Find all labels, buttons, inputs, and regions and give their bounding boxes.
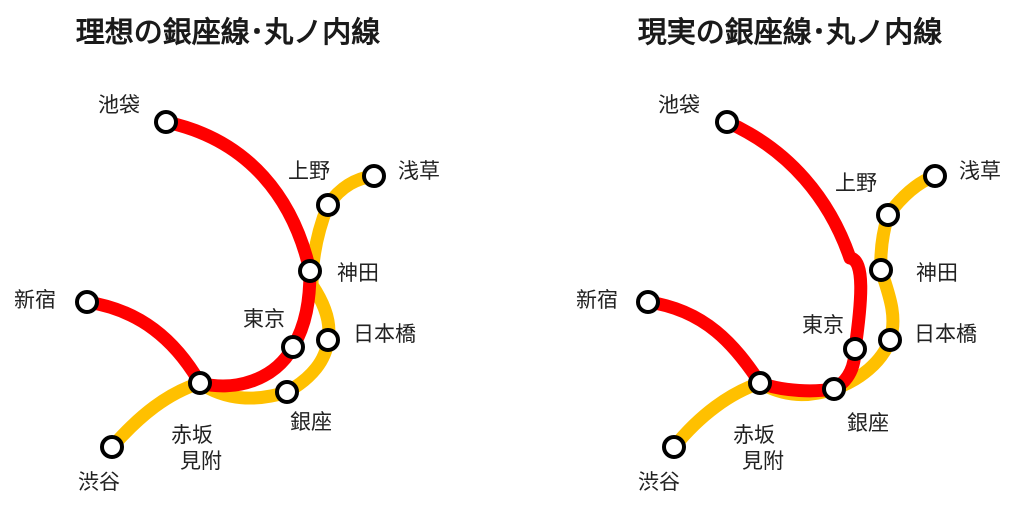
ideal-label-mitsuke: 見附	[180, 449, 222, 473]
ideal-label-ginza: 銀座	[290, 410, 332, 434]
real-label-ikebukuro: 池袋	[658, 93, 700, 117]
real-station-ginza	[822, 377, 846, 401]
real-station-shinjuku	[636, 290, 660, 314]
real-label-shibuya: 渋谷	[638, 470, 680, 494]
real-station-ueno	[876, 203, 900, 227]
real-label-akasaka: 赤坂	[733, 423, 775, 447]
real-label-ginza: 銀座	[847, 411, 889, 435]
real-title: 現実の銀座線･丸ノ内線	[638, 15, 943, 49]
ideal-station-shinjuku	[75, 290, 99, 314]
ideal-label-tokyo: 東京	[243, 307, 285, 331]
ideal-title: 理想の銀座線･丸ノ内線	[76, 15, 381, 49]
ideal-label-kanda: 神田	[337, 261, 379, 285]
ideal-label-shinjuku: 新宿	[14, 288, 56, 312]
real-label-shinjuku: 新宿	[576, 288, 618, 312]
ideal-station-shibuya	[100, 435, 124, 459]
real-label-mitsuke: 見附	[742, 449, 784, 473]
ideal-label-asakusa: 浅草	[398, 159, 440, 183]
ideal-station-tokyo	[281, 335, 305, 359]
ideal-label-ikebukuro: 池袋	[98, 93, 140, 117]
real-label-asakusa: 浅草	[959, 159, 1001, 183]
real-station-nihonbashi	[878, 328, 902, 352]
real-station-ikebukuro	[715, 110, 739, 134]
ideal-station-asakusa	[362, 164, 386, 188]
ideal-station-akasaka-mitsuke	[188, 371, 212, 395]
real-panel: 現実の銀座線･丸ノ内線 池袋 上野 浅草 神田 新宿 東京 日本橋 赤坂 見附 …	[576, 15, 1001, 494]
ideal-label-akasaka: 赤坂	[171, 423, 213, 447]
ideal-label-nihonbashi: 日本橋	[353, 322, 416, 346]
ideal-station-kanda	[298, 259, 322, 283]
real-station-kanda	[869, 258, 893, 282]
ideal-station-ikebukuro	[154, 110, 178, 134]
real-label-nihonbashi: 日本橋	[914, 322, 977, 346]
real-marunouchi-line	[647, 116, 868, 398]
ideal-marunouchi-line	[85, 115, 317, 393]
ideal-station-ueno	[316, 193, 340, 217]
real-station-shibuya	[662, 435, 686, 459]
ideal-label-shibuya: 渋谷	[78, 470, 120, 494]
real-station-akasaka-mitsuke	[748, 371, 772, 395]
ideal-station-ginza	[275, 380, 299, 404]
real-label-tokyo: 東京	[802, 313, 844, 337]
real-station-tokyo	[843, 337, 867, 361]
ideal-label-ueno: 上野	[288, 159, 330, 183]
real-station-asakusa	[923, 164, 947, 188]
real-label-ueno: 上野	[835, 171, 877, 195]
ideal-station-nihonbashi	[316, 328, 340, 352]
ideal-panel: 理想の銀座線･丸ノ内線 池袋 上野 浅草 神田 新宿 東京 日本橋 赤坂 見附 …	[14, 15, 440, 494]
real-label-kanda: 神田	[916, 261, 958, 285]
